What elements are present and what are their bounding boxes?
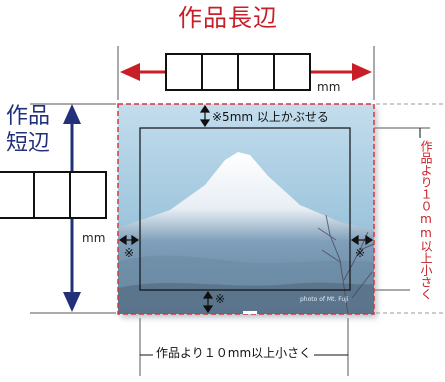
tree-branches — [317, 214, 375, 315]
overlap-note-right: ※ — [355, 246, 366, 260]
photo-watermark: photo of Mt. Fuji — [300, 296, 349, 303]
bottom-dimension-caption: 作品より１０mm以上小さく — [153, 347, 315, 359]
short-side-title: 作品短辺 — [6, 104, 51, 156]
overlap-note-left: ※ — [124, 246, 135, 260]
short-side-unit: mm — [82, 231, 106, 245]
photo-bottom-mark — [243, 311, 257, 314]
overlap-arrow-right-icon — [350, 234, 374, 246]
long-side-title: 作品長辺 — [178, 4, 278, 32]
short-side-digit-boxes — [0, 171, 107, 219]
overlap-arrow-left-icon — [118, 234, 140, 246]
long-side-digit-boxes — [165, 53, 311, 91]
mat-opening-outline — [139, 127, 351, 291]
dashed-guides — [376, 103, 445, 314]
overlap-note-bottom: ※ — [215, 292, 226, 306]
artwork-photo — [118, 104, 375, 315]
long-side-unit: mm — [317, 80, 341, 94]
overlap-note-top: ※5mm 以上かぶせる — [212, 110, 329, 124]
overlap-arrow-top-icon — [199, 104, 211, 128]
right-dimension-caption: 作品より１０mm以上小さく — [410, 138, 433, 302]
overlap-arrow-bottom-icon — [202, 290, 214, 314]
